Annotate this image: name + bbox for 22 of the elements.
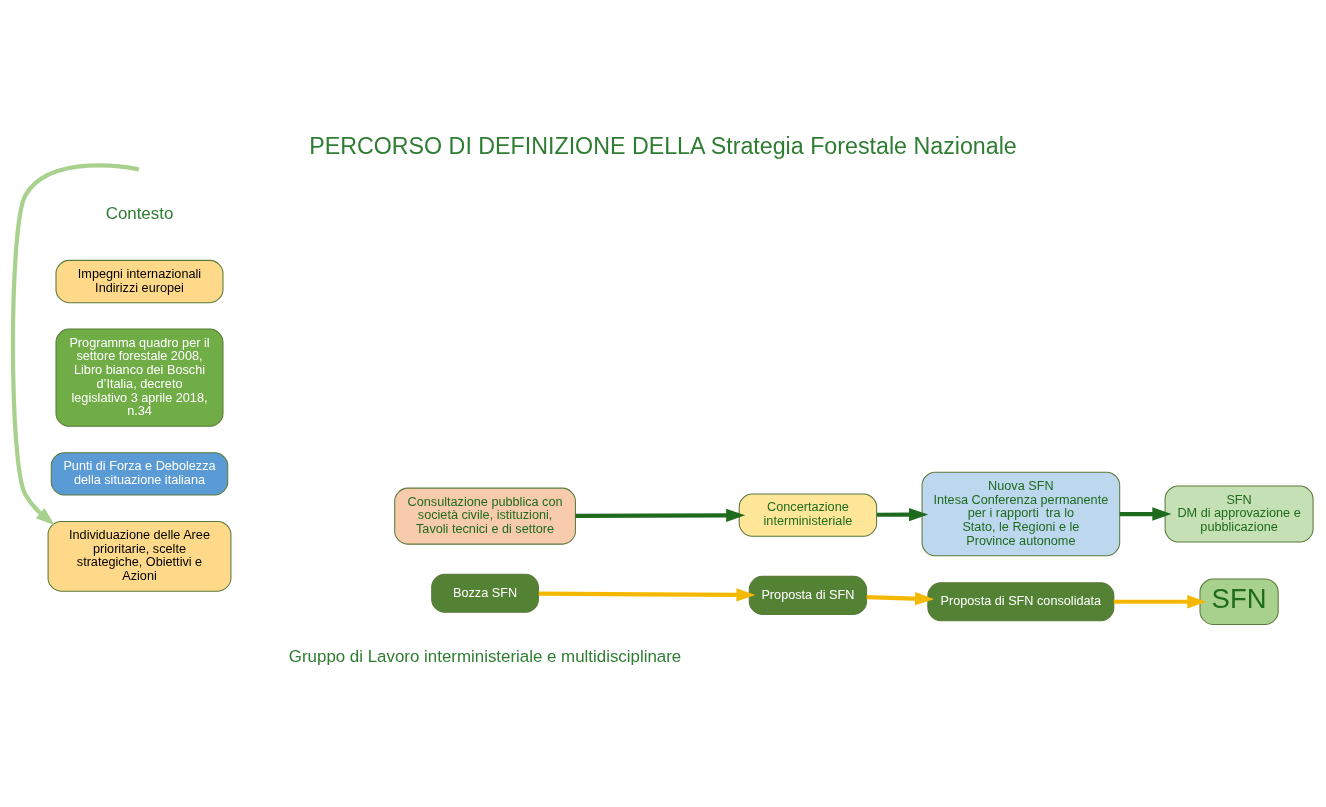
- node-box: Individuazione delle Aree prioritarie, scelte strategiche, Obiettivi e Azioni: [47, 520, 232, 592]
- node-box: Impegni internazionali Indirizzi europei: [55, 259, 224, 303]
- label: Contesto: [105, 203, 174, 223]
- arrow: [538, 587, 756, 602]
- node-box: Concertazione interministeriale: [738, 492, 878, 537]
- arrow: [876, 507, 929, 521]
- arrow: [1113, 594, 1207, 608]
- node-box: Nuova SFN Intesa Conferenza permanente per i rapporti tra lo Stato, le Regioni e le Province autonome: [921, 471, 1121, 556]
- arrow: [575, 508, 746, 522]
- label: Gruppo di Lavoro interministeriale e multidisciplinare: [288, 646, 682, 666]
- node-box: Programma quadro per il settore forestale 2008, Libro bianco dei Boschi d’Italia, decreto legislativo 3 aprile 2018, n.34: [55, 328, 224, 427]
- arrow: [10, 162, 140, 525]
- node-box: Punti di Forza e Debolezza della situazione italiana: [50, 451, 229, 496]
- arrow: [866, 591, 935, 605]
- node-box: Consultazione pubblica con società civile, istituzioni, Tavoli tecnici e di settore: [394, 487, 576, 545]
- arrow: [1119, 506, 1172, 521]
- node-box: Bozza SFN: [431, 573, 539, 613]
- diagram-title: PERCORSO DI DEFINIZIONE DELLA Strategia Forestale Nazionale: [309, 132, 1017, 159]
- node-box: SFN DM di approvazione e pubblicazione: [1164, 485, 1314, 543]
- node-box: Proposta di SFN consolidata: [927, 581, 1115, 621]
- node-box: Proposta di SFN: [748, 575, 868, 615]
- node-box: SFN: [1199, 578, 1279, 625]
